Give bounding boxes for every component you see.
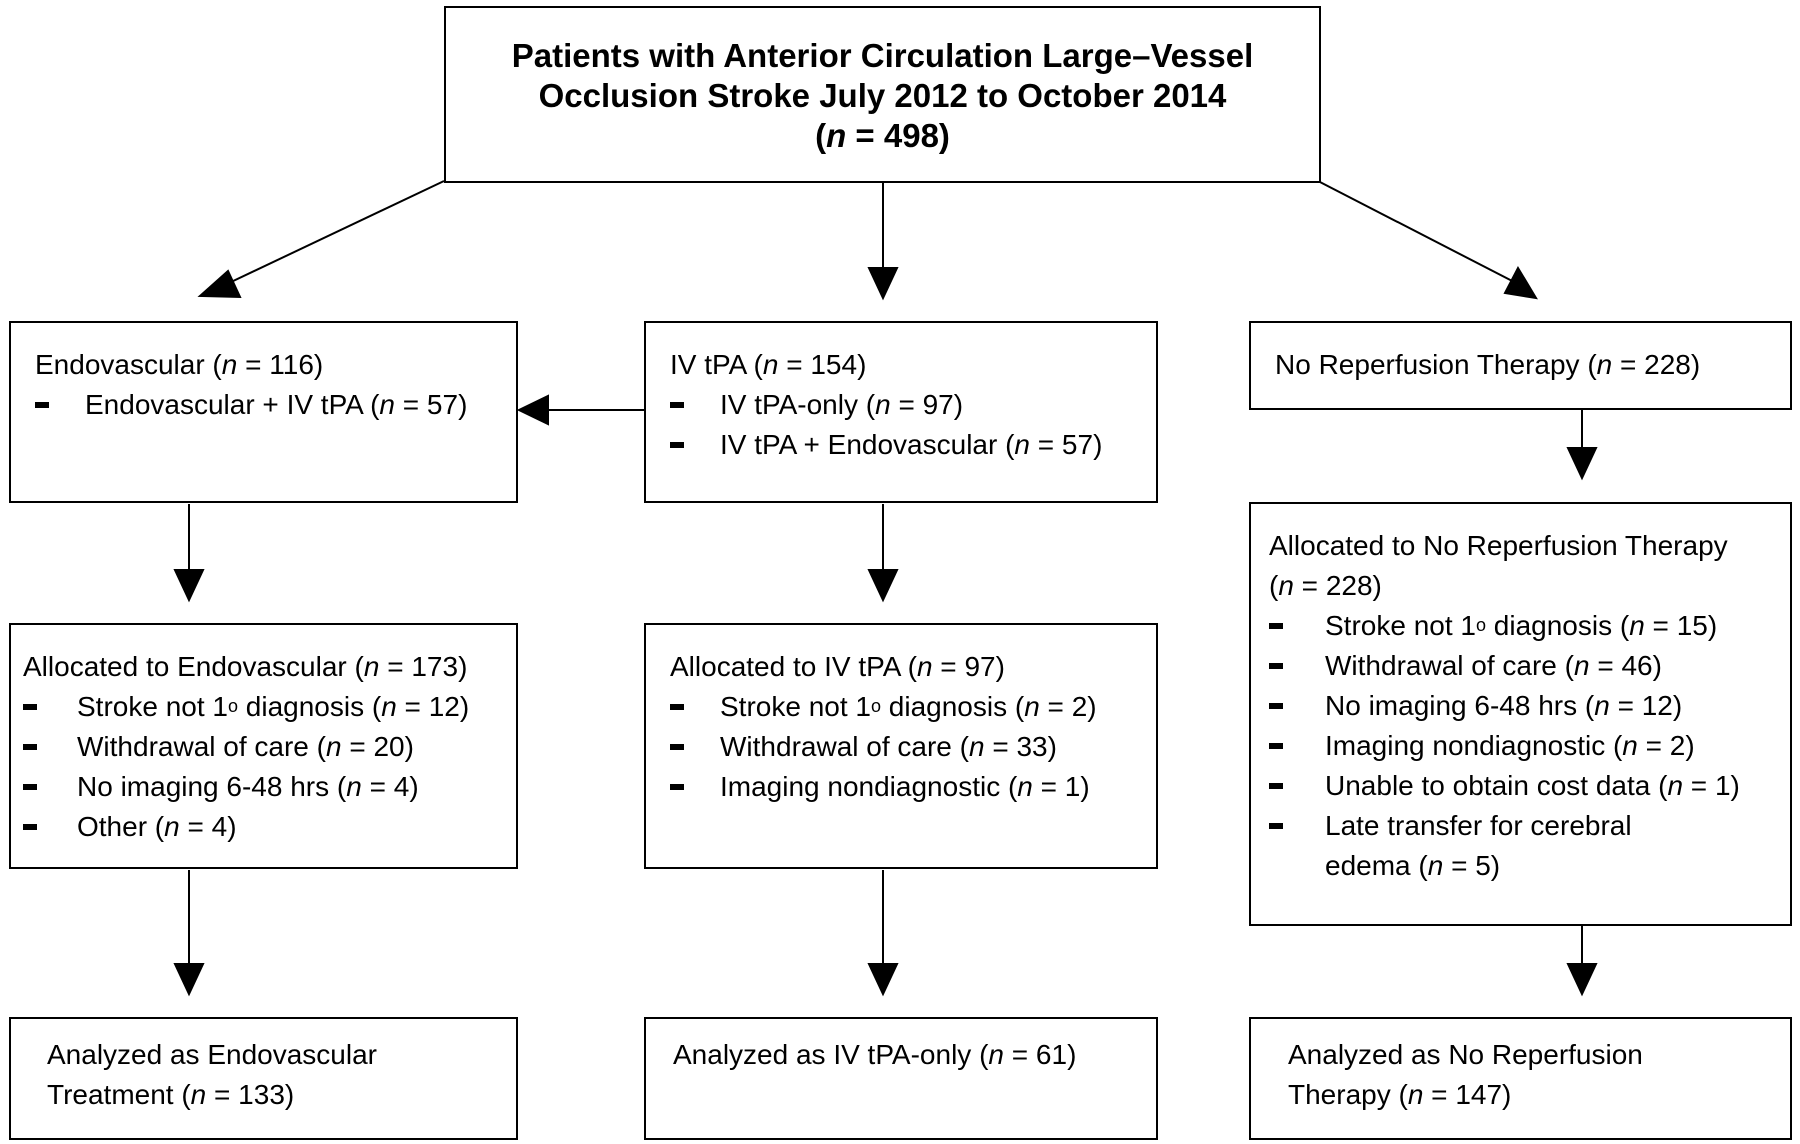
bullet-icon (1269, 623, 1283, 629)
allocated-noreperfusion-item-1: Stroke not 1o diagnosis (n = 15) (1269, 606, 1740, 646)
arrowhead-noreperfusion-to-allocated (1566, 447, 1598, 481)
noreperfusion-n: 228 (1644, 349, 1691, 380)
bullet-icon (23, 784, 37, 790)
bullet-icon (35, 402, 49, 408)
ivtpa-n: 154 (810, 349, 858, 380)
bullet-icon (1269, 663, 1283, 669)
box-analyzed-no-reperfusion: Analyzed as No Reperfusion Therapy (n = … (1249, 1017, 1792, 1140)
bullet-icon (23, 744, 37, 750)
allocated-endovascular-item-2: Withdrawal of care (n = 20) (23, 727, 469, 767)
ivtpa-label: IV tPA (n = 154) (670, 349, 867, 380)
bullet-icon (1269, 823, 1283, 829)
bullet-icon (670, 402, 684, 408)
analyzed-noreperfusion-line-1: Analyzed as No Reperfusion (1288, 1039, 1643, 1070)
arrowhead-allocated-iv-to-analyzed (867, 963, 899, 997)
box-no-reperfusion: No Reperfusion Therapy (n = 228) (1249, 321, 1792, 410)
endovascular-label: Endovascular (n = 116) (35, 349, 324, 380)
ivtpa-item-2: IV tPA + Endovascular (n = 57) (670, 425, 1102, 465)
title-line-3: (n = 498) (815, 117, 950, 154)
allocated-endovascular-item-3: No imaging 6-48 hrs (n = 4) (23, 767, 469, 807)
endovascular-item-1: Endovascular + IV tPA (n = 57) (35, 385, 467, 425)
analyzed-ivtpa-label: Analyzed as IV tPA-only (n = 61) (673, 1039, 1077, 1070)
allocated-noreperfusion-label: Allocated to No Reperfusion Therapy (1269, 530, 1728, 561)
ivtpa-item-1: IV tPA-only (n = 97) (670, 385, 1102, 425)
total-n: 498 (883, 117, 939, 154)
bullet-icon (670, 704, 684, 710)
bullet-icon (670, 442, 684, 448)
noreperfusion-label: No Reperfusion Therapy (n = 228) (1275, 349, 1701, 380)
analyzed-endovascular-line-1: Analyzed as Endovascular (47, 1039, 377, 1070)
box-allocated-no-reperfusion: Allocated to No Reperfusion Therapy (n =… (1249, 502, 1792, 926)
arrow-top-to-noreperfusion (1317, 180, 1521, 286)
allocated-ivtpa-item-3: Imaging nondiagnostic (n = 1) (670, 767, 1097, 807)
arrowhead-ivtpa-to-endovascular (516, 394, 549, 426)
title-line-1: Patients with Anterior Circulation Large… (511, 37, 1254, 74)
box-analyzed-endovascular: Analyzed as Endovascular Treatment (n = … (9, 1017, 518, 1140)
arrowhead-allocated-endo-to-analyzed (173, 963, 205, 997)
analyzed-noreperfusion-line-2: Therapy (n = 147) (1288, 1079, 1512, 1110)
arrow-top-to-endovascular (209, 180, 445, 293)
box-analyzed-iv-tpa: Analyzed as IV tPA-only (n = 61) (644, 1017, 1158, 1140)
bullet-icon (23, 824, 37, 830)
bullet-icon (670, 744, 684, 750)
allocated-noreperfusion-item-4: Imaging nondiagnostic (n = 2) (1269, 726, 1740, 766)
allocated-ivtpa-item-1: Stroke not 1o diagnosis (n = 2) (670, 687, 1097, 727)
box-allocated-iv-tpa: Allocated to IV tPA (n = 97) Stroke not … (644, 623, 1158, 869)
endovascular-n: 116 (269, 349, 314, 380)
box-total-patients: Patients with Anterior Circulation Large… (444, 6, 1321, 183)
allocated-noreperfusion-item-3: No imaging 6-48 hrs (n = 12) (1269, 686, 1740, 726)
bullet-icon (23, 704, 37, 710)
allocated-endovascular-item-4: Other (n = 4) (23, 807, 469, 847)
box-allocated-endovascular: Allocated to Endovascular (n = 173) Stro… (9, 623, 518, 869)
title-line-2: Occlusion Stroke July 2012 to October 20… (538, 77, 1227, 114)
box-endovascular: Endovascular (n = 116) Endovascular + IV… (9, 321, 518, 503)
arrowhead-endovascular (197, 269, 242, 299)
allocated-noreperfusion-item-5: Unable to obtain cost data (n = 1) (1269, 766, 1740, 806)
bullet-icon (1269, 783, 1283, 789)
allocated-noreperfusion-item-2: Withdrawal of care (n = 46) (1269, 646, 1740, 686)
allocated-noreperfusion-n: (n = 228) (1269, 570, 1382, 601)
arrowhead-endovascular-to-allocated (173, 569, 205, 603)
bullet-icon (1269, 703, 1283, 709)
bullet-icon (670, 784, 684, 790)
box-iv-tpa: IV tPA (n = 154) IV tPA-only (n = 97) IV… (644, 321, 1158, 503)
arrowhead-ivtpa-to-allocated (867, 569, 899, 603)
allocated-endovascular-item-1: Stroke not 1o diagnosis (n = 12) (23, 687, 469, 727)
arrowhead-allocated-norep-to-analyzed (1566, 963, 1598, 997)
allocated-ivtpa-label: Allocated to IV tPA (n = 97) (670, 651, 1005, 682)
arrowhead-ivtpa (867, 267, 899, 301)
bullet-icon (1269, 743, 1283, 749)
arrowhead-noreperfusion (1503, 265, 1538, 300)
allocated-ivtpa-item-2: Withdrawal of care (n = 33) (670, 727, 1097, 767)
analyzed-endovascular-line-2: Treatment (n = 133) (47, 1079, 295, 1110)
allocated-endovascular-label: Allocated to Endovascular (n = 173) (23, 651, 468, 682)
